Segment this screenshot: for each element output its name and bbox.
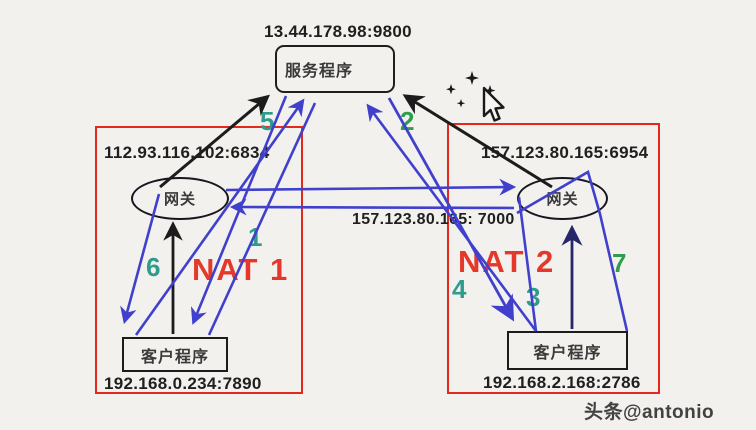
p2p-endpoint-label: 157.123.80.165: 7000 [352,211,515,228]
nat1-title: NAT 1 [192,252,290,287]
nat2-public-endpoint: 157.123.80.165:6954 [481,143,649,162]
step-label-1: 1 [248,222,263,252]
nat2-private-endpoint: 192.168.2.168:2786 [483,373,641,392]
server-box: 服务程序 [275,45,395,93]
step-label-3: 3 [526,282,541,312]
server-public-endpoint: 13.44.178.98:9800 [264,22,412,41]
nat1-private-endpoint: 192.168.0.234:7890 [104,374,262,393]
step-label-5: 5 [260,106,275,136]
watermark: 头条@antonio [584,402,715,423]
server-label: 服务程序 [285,63,354,80]
nat2-gateway-ellipse: 网关 [517,177,608,220]
nat2-client-box: 客户程序 [507,331,628,370]
nat1-client-box: 客户程序 [122,337,228,372]
nat2-gateway-label: 网关 [546,191,579,208]
sparkle-cursor-icon [446,71,505,122]
nat1-gateway-ellipse: 网关 [131,177,229,220]
step-label-6: 6 [146,252,161,282]
step-label-2: 2 [400,106,415,136]
nat2-client-label: 客户程序 [533,344,602,362]
step-label-4: 4 [452,274,467,304]
nat1-gateway-label: 网关 [163,191,196,208]
nat2-title: NAT 2 [458,244,556,279]
nat1-public-endpoint: 112.93.116.102:6834 [104,143,270,162]
nat1-client-label: 客户程序 [140,348,209,366]
step-label-7: 7 [612,248,627,278]
